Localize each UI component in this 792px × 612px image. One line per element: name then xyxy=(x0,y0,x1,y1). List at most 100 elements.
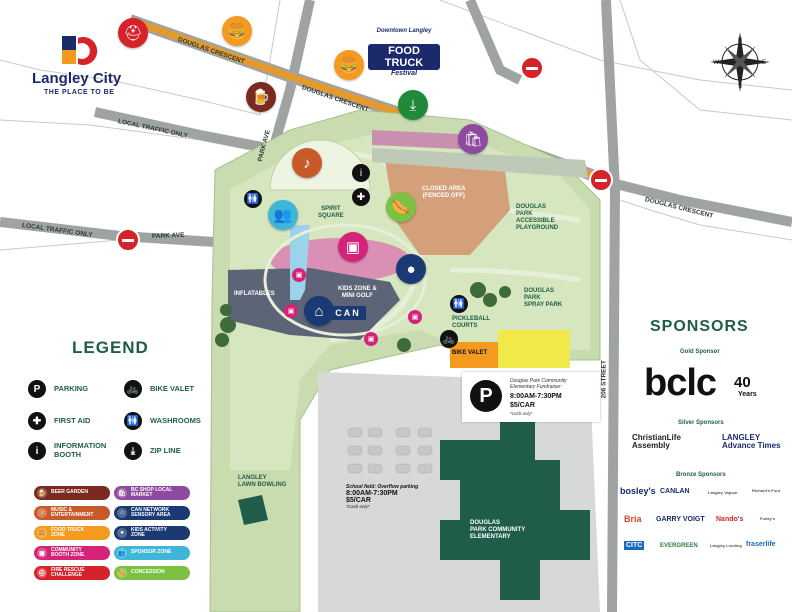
legend-label-washrooms: WASHROOMS xyxy=(150,415,201,425)
fire-hydrant-icon: ⛑ xyxy=(37,568,47,578)
closed-area-label: CLOSED AREA (FENCED OFF) xyxy=(422,186,466,199)
block-outlines xyxy=(0,0,792,251)
zone-pill-fire-rescue: ⛑ FIRE RESCUE CHALLENGE xyxy=(34,566,110,580)
booth-marker-1[interactable]: ▣ xyxy=(292,268,306,282)
legend-item-parking: P PARKING xyxy=(28,380,88,398)
zone-label-can-network: CAN NETWORK SENSORY AREA xyxy=(131,506,171,518)
first-aid-icon[interactable]: ✚ xyxy=(352,188,370,206)
bronze-sponsor-8: Funky's xyxy=(760,516,775,521)
parking-school-hours: 8:00AM-7:30PM xyxy=(346,490,398,497)
bronze-sponsor-11: Langley Lending xyxy=(710,543,742,548)
legend-item-bike-valet: 🚲 BIKE VALET xyxy=(124,380,194,398)
kids-activity-pin[interactable]: ● xyxy=(396,254,426,284)
shop-local-pin[interactable]: 🛍 xyxy=(458,124,488,154)
langley-city-tagline: THE PLACE TO BE xyxy=(44,89,115,96)
can-sensory-pin[interactable]: ⌂ xyxy=(304,296,334,326)
bronze-sponsor-2: CANLAN xyxy=(660,488,690,495)
zone-label-music: MUSIC & ENTERTAINMENT xyxy=(51,506,94,518)
booth-marker-2[interactable]: ▣ xyxy=(284,304,298,318)
pickleball-label: PICKLEBALL COURTS xyxy=(452,316,490,329)
bronze-sponsor-12: fraserlife xyxy=(746,541,776,548)
booth-marker-3[interactable]: ▣ xyxy=(408,310,422,324)
zone-pill-concession: 🌭 CONCESSION xyxy=(114,566,190,580)
market-band xyxy=(372,130,480,150)
school-building xyxy=(440,420,590,600)
no-entry-sign-north xyxy=(520,56,544,80)
beer-garden-pin[interactable]: 🍺 xyxy=(246,82,276,112)
zone-label-shop-local: BC SHOP LOCAL MARKET xyxy=(131,486,173,498)
food-truck-pin-2[interactable]: 🍔 xyxy=(334,50,364,80)
northeast-road xyxy=(465,0,523,85)
sponsor-zone-pin[interactable]: 👥 xyxy=(268,200,298,230)
legend-label-first-aid: FIRST AID xyxy=(54,415,91,425)
legend-label-zip-line: ZIP LINE xyxy=(150,445,181,455)
beer-icon: 🍺 xyxy=(37,488,47,498)
zone-pill-can-network: ⌂CAN NETWORK SENSORY AREA xyxy=(114,506,190,520)
concession-pin[interactable]: 🌭 xyxy=(386,192,416,222)
washrooms-icon-2[interactable]: 🚻 xyxy=(450,295,468,313)
zone-label-sponsor: SPONSOR ZONE xyxy=(131,549,172,556)
lawn-bowling-building xyxy=(238,495,268,525)
burger-icon: 🍔 xyxy=(37,528,47,538)
music-pin[interactable]: ♪ xyxy=(292,148,322,178)
parking-school-note: School field: Overflow parking xyxy=(346,484,419,490)
zone-label-concession: CONCESSION xyxy=(131,569,165,576)
compass-e: E xyxy=(762,60,766,66)
washrooms-icon-1[interactable]: 🚻 xyxy=(244,190,262,208)
bronze-sponsor-6: GARRY VOIGT xyxy=(656,516,705,523)
bronze-sponsor-9: CITC xyxy=(624,541,645,550)
silver-sponsors-heading: Silver Sponsors xyxy=(678,420,724,426)
food-truck-festival-logo: Downtown Langley FOOD TRUCK Festival xyxy=(368,28,440,77)
booth-marker-4[interactable]: ▣ xyxy=(364,332,378,346)
legend-item-zip-line: ⤓ ZIP LINE xyxy=(124,442,181,460)
road-label-park-ave: PARK AVE xyxy=(151,231,185,240)
zone-label-community-booth: COMMUNITY BOOTH ZONE xyxy=(51,546,85,558)
parking-icon-main: P xyxy=(470,380,502,412)
zone-pill-beer-garden: 🍺BEER GARDEN xyxy=(34,486,110,500)
bronze-sponsor-3: Langley Vapour xyxy=(708,490,738,495)
parked-cars xyxy=(347,427,433,474)
bike-valet-label: BIKE VALET xyxy=(452,350,488,356)
bronze-sponsor-5: Bria xyxy=(624,514,642,524)
parking-main-cash: *cash only* xyxy=(510,411,533,416)
zone-pill-kids-activity: ● KIDS ACTIVITY ZONE xyxy=(114,526,190,540)
silver-sponsor-1: ChristianLife Assembly xyxy=(632,433,681,450)
legend-label-parking: PARKING xyxy=(54,383,89,393)
no-entry-sign-east xyxy=(589,168,613,192)
zone-label-kids-activity: KIDS ACTIVITY ZONE xyxy=(131,526,167,538)
washrooms-legend-icon: 🚻 xyxy=(124,412,142,430)
fire-rescue-pin[interactable]: ⛑ xyxy=(118,18,148,48)
bike-valet-area xyxy=(450,342,498,368)
compass-rose: N S E W xyxy=(710,32,770,92)
spirit-square-label: SPIRIT SQUARE xyxy=(318,206,344,219)
bike-valet-icon[interactable]: 🚲 xyxy=(440,330,458,348)
parking-school-info: School field: Overflow parking 8:00AM-7:… xyxy=(346,484,418,509)
legend-title: LEGEND xyxy=(72,338,149,357)
shopping-bag-icon: 🛍 xyxy=(117,488,127,498)
bclc-badge-number: 40 xyxy=(734,374,751,391)
balloon-icon: ● xyxy=(117,528,127,538)
legend-label-information: INFORMATION BOOTH xyxy=(54,441,107,459)
festival-logo-line2: FOOD TRUCK xyxy=(368,44,440,70)
parking-school-price: $5/CAR xyxy=(346,497,371,504)
food-truck-pin-1[interactable]: 🍔 xyxy=(222,16,252,46)
hotdog-icon: 🌭 xyxy=(117,568,127,578)
zone-pill-shop-local: 🛍 BC SHOP LOCAL MARKET xyxy=(114,486,190,500)
music-note-icon: ♪ xyxy=(37,508,47,518)
bronze-sponsors-heading: Bronze Sponsors xyxy=(676,472,726,478)
zone-pill-sponsor: 👥SPONSOR ZONE xyxy=(114,546,190,560)
zone-pill-food-truck: 🍔FOOD TRUCK ZONE xyxy=(34,526,110,540)
yellow-area xyxy=(498,330,570,368)
festival-logo-line3: Festival xyxy=(390,70,418,77)
silver-sponsor-2: LANGLEY Advance Times xyxy=(722,433,781,450)
mini-golf-loop xyxy=(263,223,427,337)
information-booth-icon[interactable]: i xyxy=(352,164,370,182)
zip-line-pin[interactable]: ⤓ xyxy=(398,90,428,120)
zone-label-fire-rescue: FIRE RESCUE CHALLENGE xyxy=(51,566,85,578)
first-aid-legend-icon: ✚ xyxy=(28,412,46,430)
community-booth-pin[interactable]: ▣ xyxy=(338,232,368,262)
bronze-sponsor-1: bosley's xyxy=(620,486,656,496)
parking-main-hours: 8:00AM-7:30PM xyxy=(510,393,562,400)
festival-logo-line1: Downtown Langley xyxy=(376,28,432,34)
playground-label: DOUGLAS PARK ACCESSIBLE PLAYGROUND xyxy=(516,204,559,231)
